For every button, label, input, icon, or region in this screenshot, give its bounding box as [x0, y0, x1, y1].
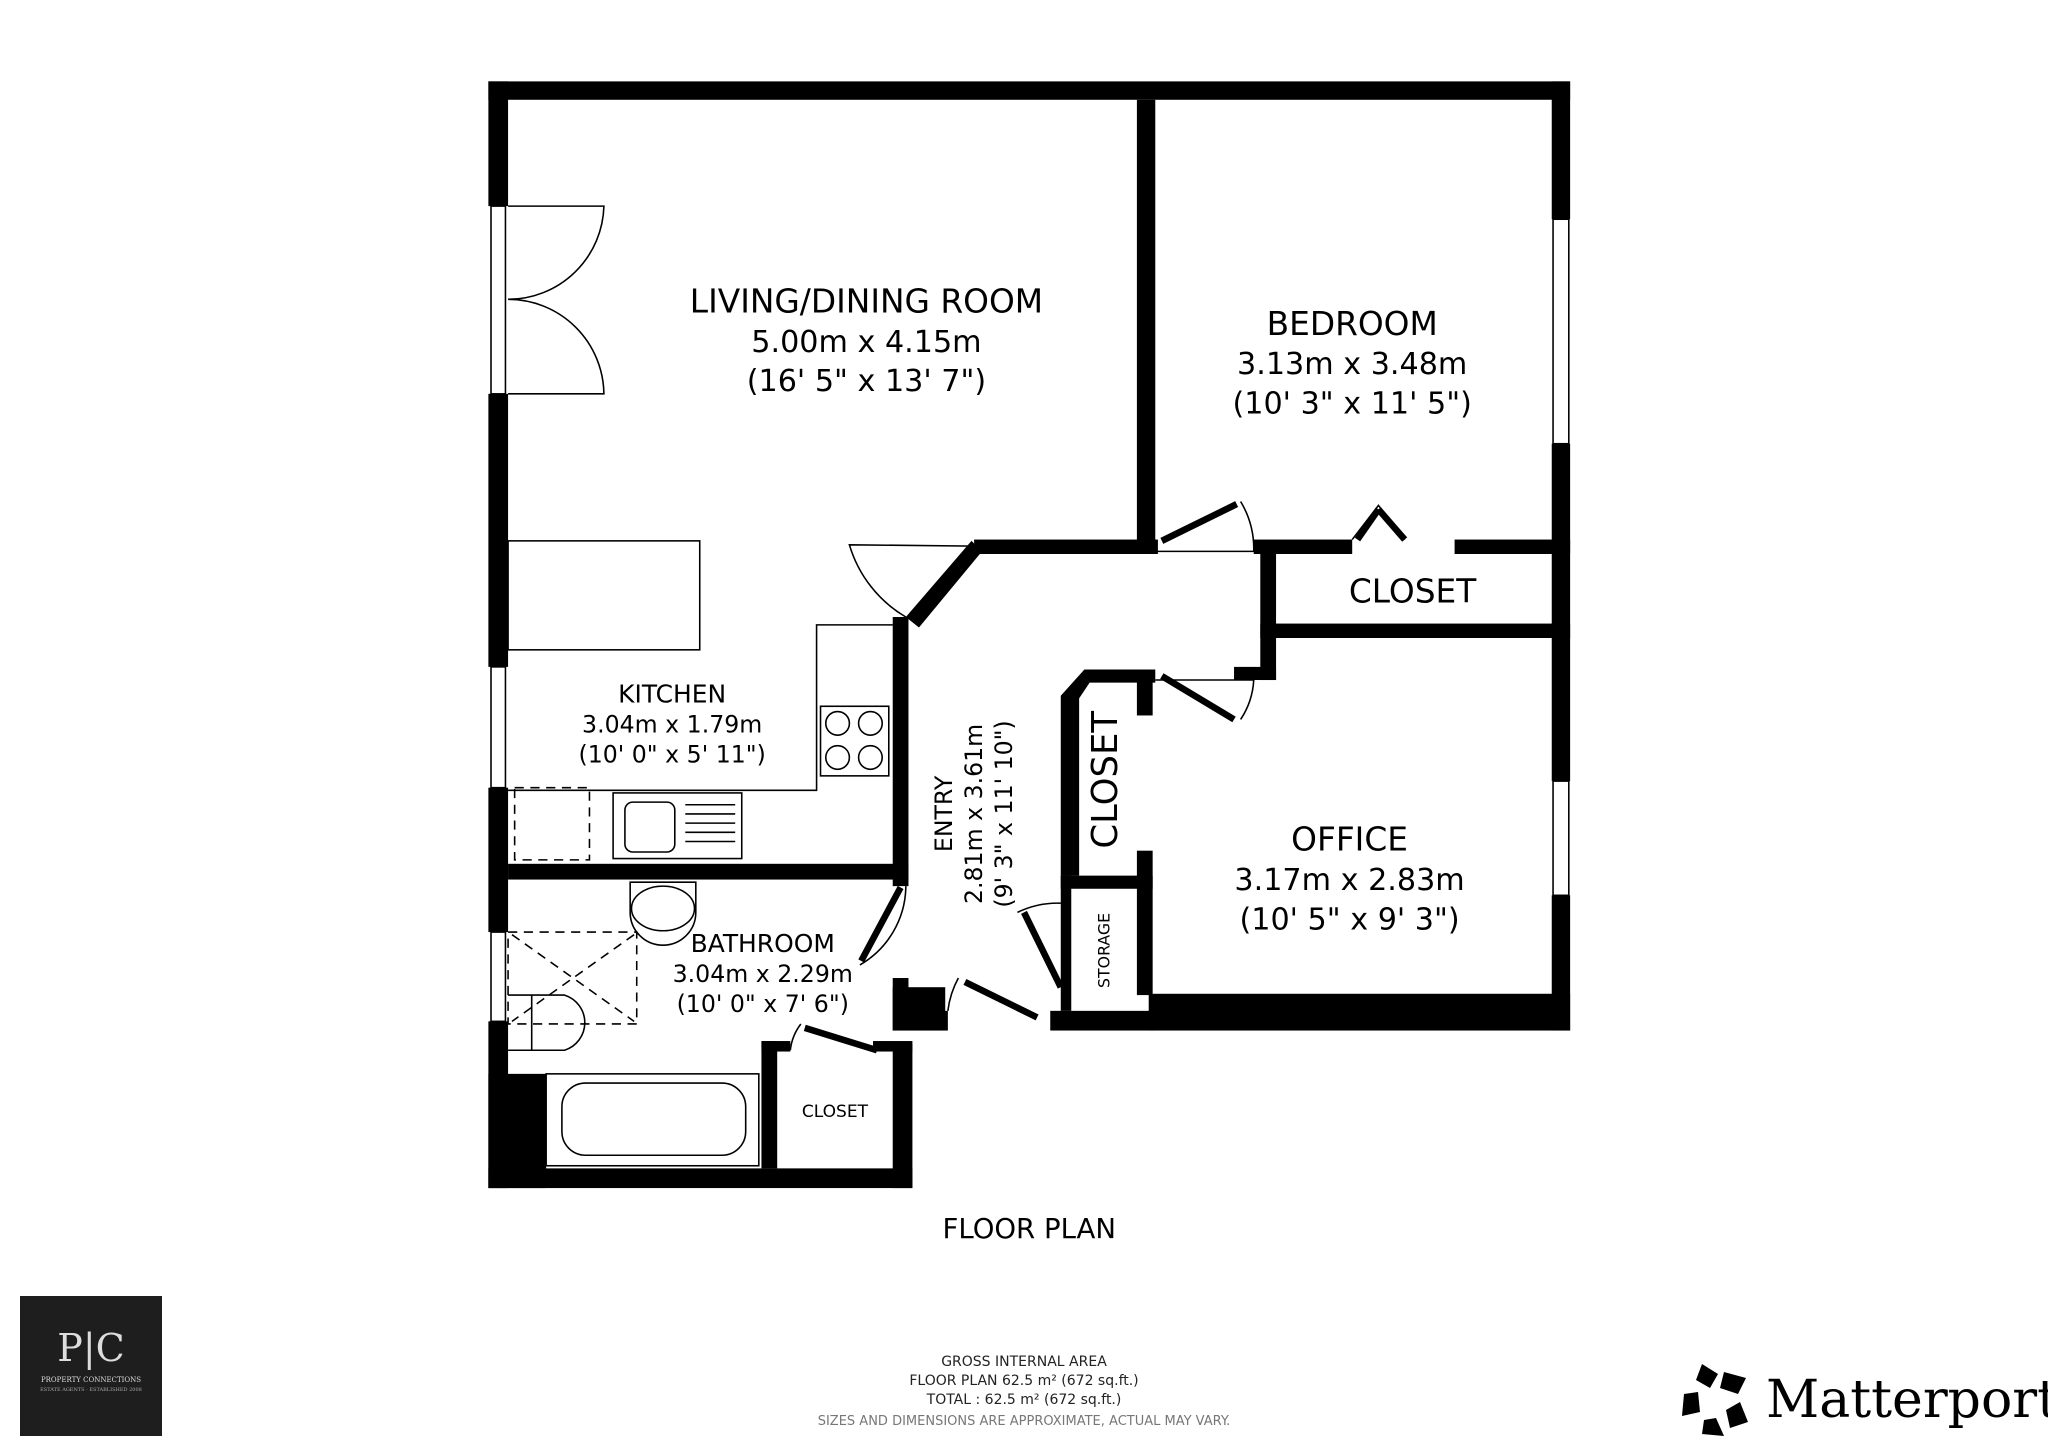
- agency-tagline: ESTATE AGENTS · ESTABLISHED 2008: [40, 1387, 142, 1393]
- matterport-mark-icon: [1682, 1364, 1748, 1436]
- bathroom-name: BATHROOM: [691, 929, 835, 958]
- bedroom-imperial: (10' 3" x 11' 5"): [1232, 387, 1471, 422]
- matterport-logo: Matterport: [1680, 1362, 2048, 1438]
- living-room-imperial: (16' 5" x 13' 7"): [747, 364, 986, 399]
- disclaimer: SIZES AND DIMENSIONS ARE APPROXIMATE, AC…: [817, 1414, 1231, 1429]
- area-heading: GROSS INTERNAL AREA: [941, 1354, 1107, 1370]
- office-imperial: (10' 5" x 9' 3"): [1239, 902, 1459, 937]
- closet-top-name: CLOSET: [1349, 573, 1477, 611]
- plan-title: FLOOR PLAN: [942, 1213, 1116, 1245]
- storage-name: STORAGE: [1094, 913, 1113, 988]
- agency-monogram: P|C: [57, 1326, 125, 1370]
- closet-hall-name: CLOSET: [1085, 711, 1126, 849]
- matterport-wordmark: Matterport: [1766, 1370, 2048, 1430]
- bedroom-metric: 3.13m x 3.48m: [1237, 347, 1467, 382]
- area-floor-plan: FLOOR PLAN 62.5 m² (672 sq.ft.): [909, 1373, 1139, 1389]
- area-total: TOTAL : 62.5 m² (672 sq.ft.): [926, 1392, 1122, 1408]
- living-room-metric: 5.00m x 4.15m: [751, 325, 981, 360]
- kitchen-name: KITCHEN: [618, 679, 726, 708]
- kitchen-metric: 3.04m x 1.79m: [582, 711, 762, 739]
- bathroom-imperial: (10' 0" x 7' 6"): [677, 990, 849, 1018]
- room-labels: LIVING/DINING ROOM 5.00m x 4.15m (16' 5"…: [578, 282, 1477, 1245]
- entry-metric: 2.81m x 3.61m: [960, 724, 988, 904]
- office-name: OFFICE: [1291, 821, 1408, 859]
- bedroom-name: BEDROOM: [1267, 305, 1438, 343]
- kitchen-imperial: (10' 0" x 5' 11"): [578, 741, 765, 769]
- agency-logo: P|C PROPERTY CONNECTIONS ESTATE AGENTS ·…: [20, 1296, 162, 1436]
- bathroom-metric: 3.04m x 2.29m: [673, 960, 853, 988]
- office-metric: 3.17m x 2.83m: [1234, 863, 1464, 898]
- door-leaves: [803, 501, 1408, 1054]
- living-room-name: LIVING/DINING ROOM: [690, 282, 1043, 320]
- walls: [488, 81, 1571, 1189]
- entry-name: ENTRY: [930, 775, 958, 852]
- agency-name: PROPERTY CONNECTIONS: [40, 1376, 142, 1384]
- closet-bath-name: CLOSET: [802, 1102, 869, 1122]
- entry-imperial: (9' 3" x 11' 10"): [990, 720, 1018, 907]
